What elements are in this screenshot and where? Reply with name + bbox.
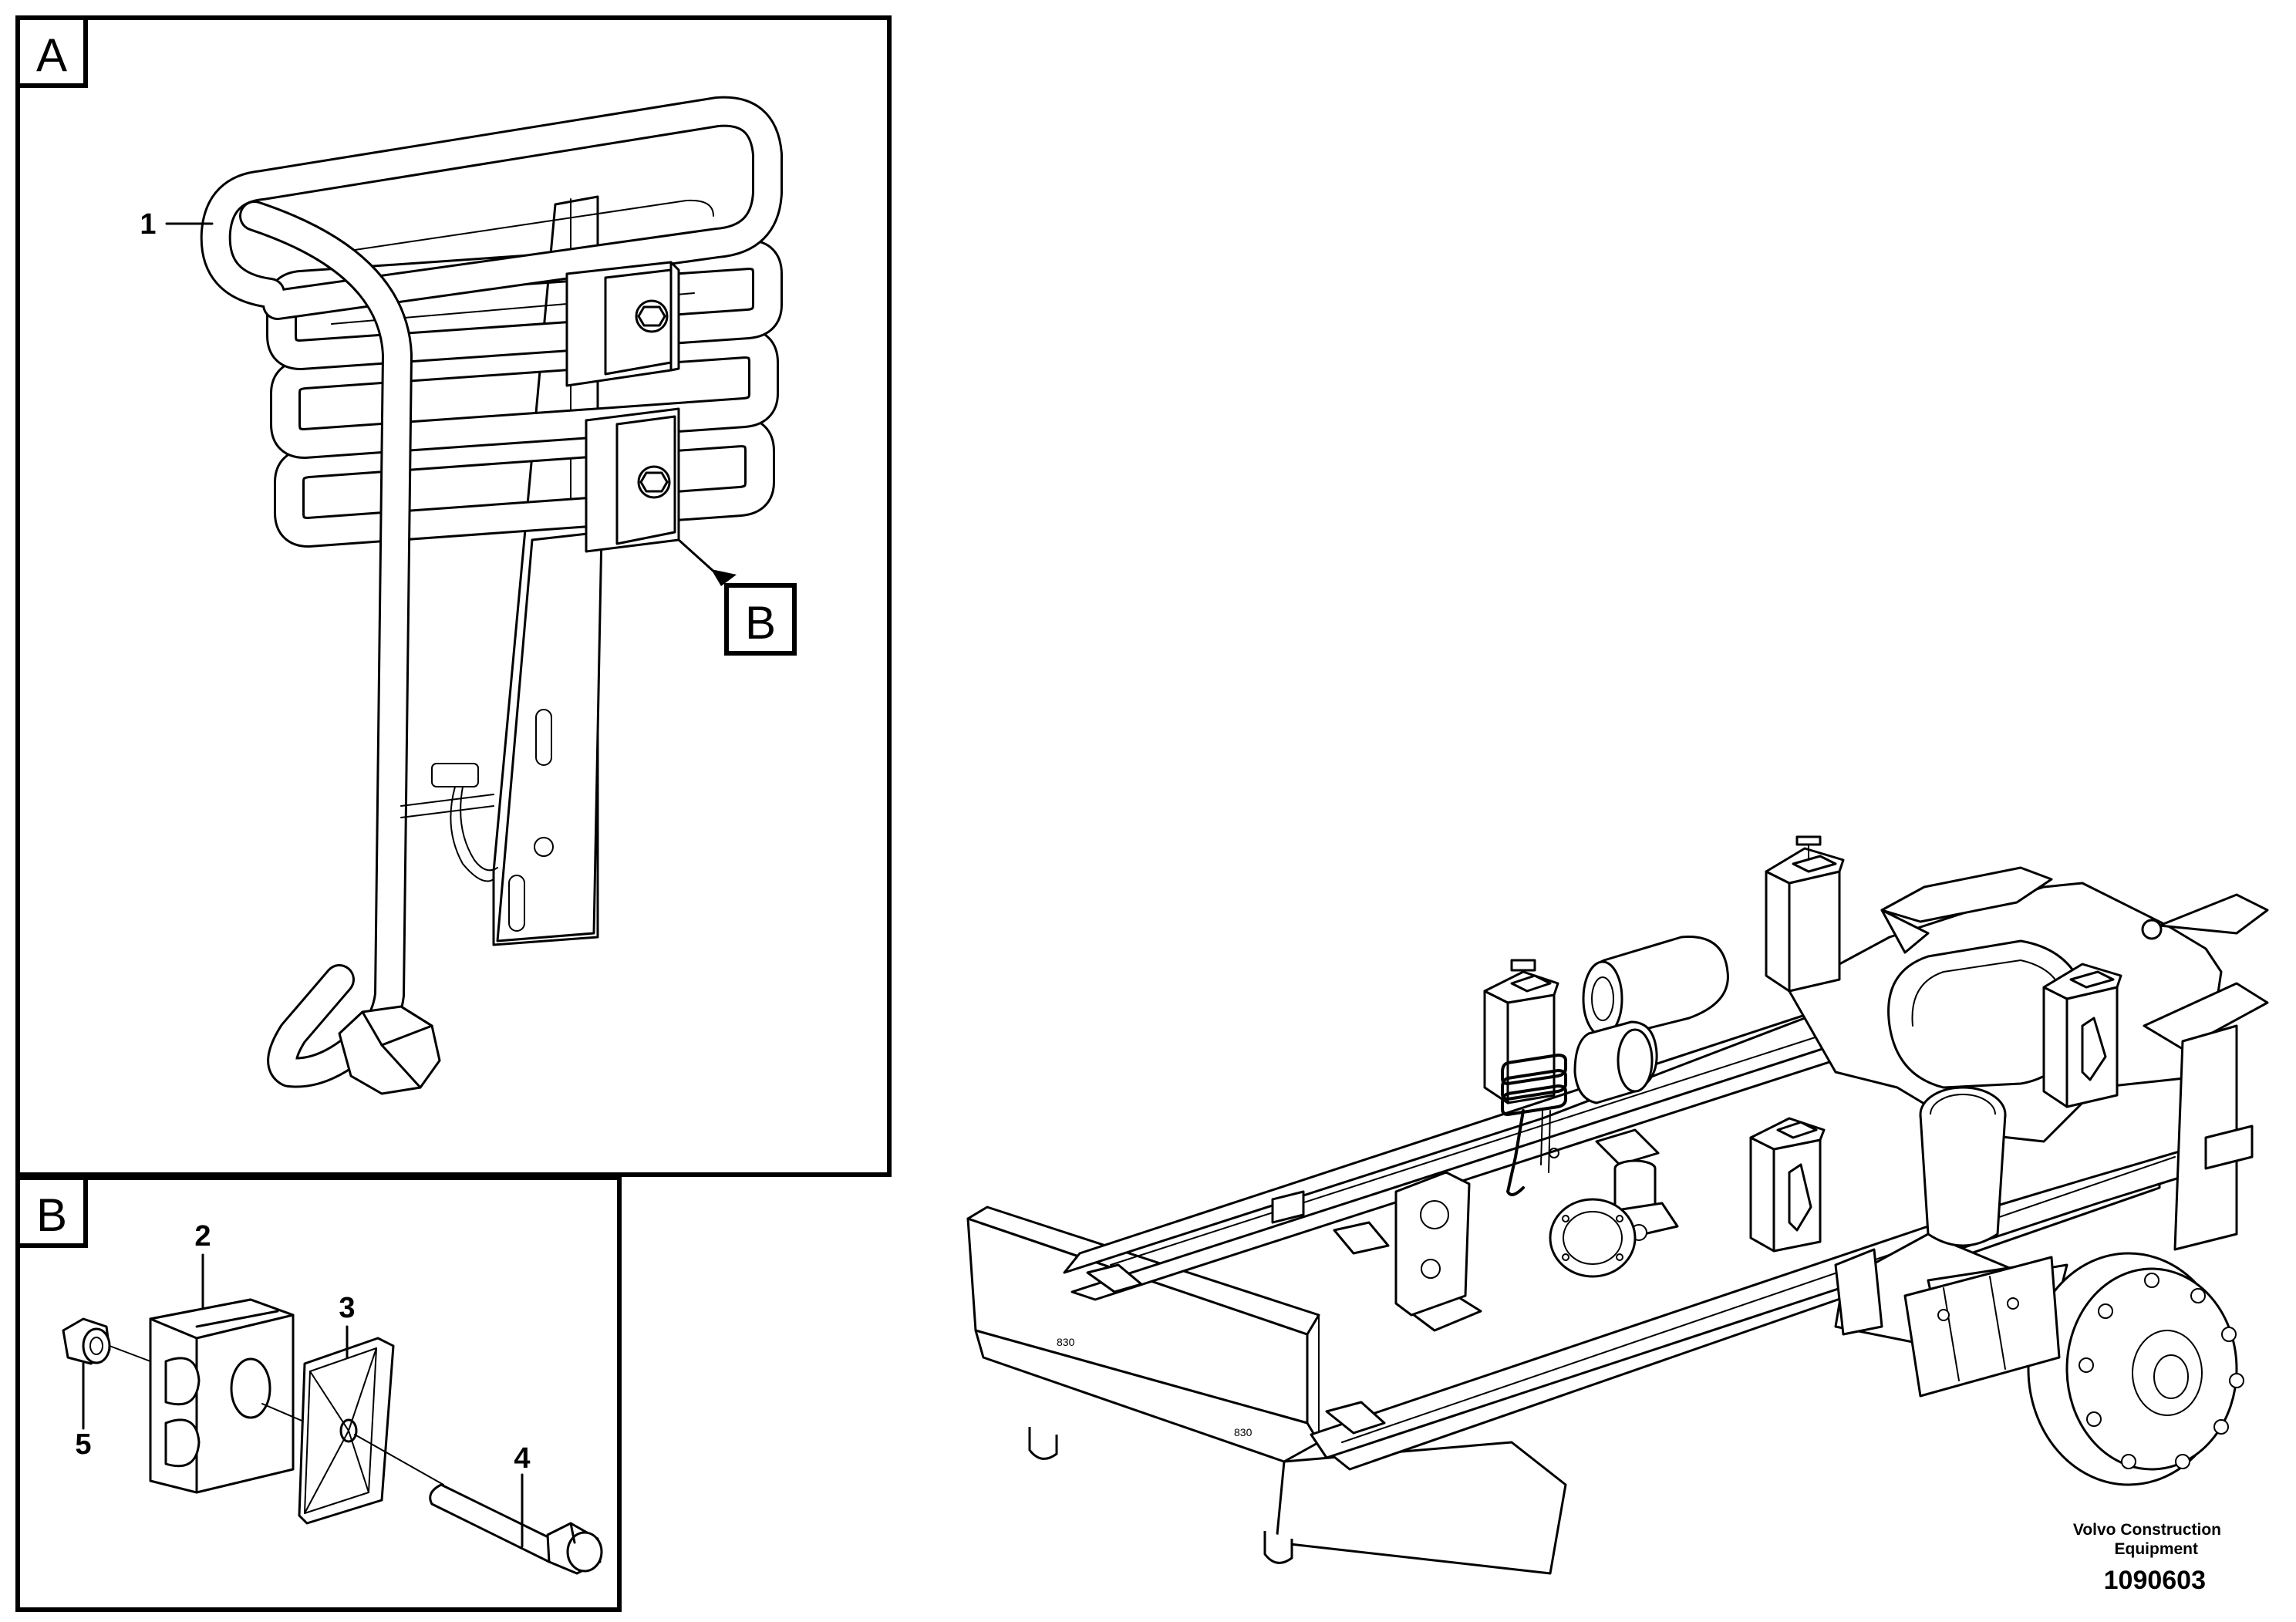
brand-line-1: Volvo Construction <box>2073 1521 2221 1539</box>
callout-4-number: 4 <box>514 1442 530 1475</box>
document-number: 1090603 <box>2104 1566 2206 1595</box>
pillar-rear-left <box>1765 835 1845 993</box>
bolt-part-4 <box>429 1483 603 1575</box>
hub-ring <box>1919 1086 2007 1247</box>
center-flange <box>1549 1198 1637 1278</box>
front-bumper: 830 830 <box>966 1206 1567 1575</box>
callout-3-number: 3 <box>339 1292 355 1324</box>
svg-text:830: 830 <box>1057 1336 1075 1348</box>
axle-housing <box>1903 1256 2061 1398</box>
panel-b-tag-box <box>15 1175 88 1248</box>
nut-part-5 <box>62 1317 111 1365</box>
callout-5-number: 5 <box>75 1428 91 1461</box>
svg-text:830: 830 <box>1234 1426 1253 1438</box>
brand-line-2: Equipment <box>2115 1540 2199 1558</box>
panel-a: A <box>15 15 892 1177</box>
cable-tie <box>400 763 498 882</box>
front-bracket <box>1394 1171 1471 1317</box>
panel-b-frame <box>15 1175 622 1612</box>
panel-b-tag: B <box>36 1189 67 1241</box>
detail-b-leader <box>677 538 719 576</box>
callout-1-number: 1 <box>140 208 156 241</box>
panel-b: B <box>15 1175 622 1612</box>
plate-part-3 <box>298 1337 395 1525</box>
coil-location-marker <box>1501 1054 1567 1196</box>
clamp-upper <box>565 261 680 387</box>
callout-2-number: 2 <box>194 1220 211 1253</box>
chassis-overview: 830 830 <box>966 835 2269 1575</box>
panel-a-frame <box>15 15 892 1177</box>
clamp-block-part-2 <box>149 1298 295 1494</box>
panel-a-tag-box <box>15 15 88 88</box>
detail-b-arrowhead <box>711 569 737 586</box>
assembly-axis-1 <box>109 1345 151 1362</box>
cross-members <box>1086 1128 1660 1435</box>
wheel-hub <box>2027 1252 2244 1486</box>
end-fitting-nut <box>338 1005 441 1095</box>
detail-b-ref-tag: B <box>745 597 776 649</box>
panel-a-tag: A <box>36 29 67 81</box>
detail-b-ref-box <box>724 583 797 656</box>
coil-tube <box>200 96 783 1088</box>
footer: Volvo Construction Equipment 1090603 <box>2073 1521 2221 1595</box>
pillar-rear-right <box>2042 963 2122 1108</box>
pillar-front-right <box>1749 1117 1826 1253</box>
rear-frame <box>1788 866 2269 1251</box>
air-tank-upper <box>1582 936 1729 1039</box>
assembly-axis-3 <box>354 1434 444 1485</box>
air-tank-lower <box>1573 1020 1658 1104</box>
clamp-lower <box>585 407 680 553</box>
